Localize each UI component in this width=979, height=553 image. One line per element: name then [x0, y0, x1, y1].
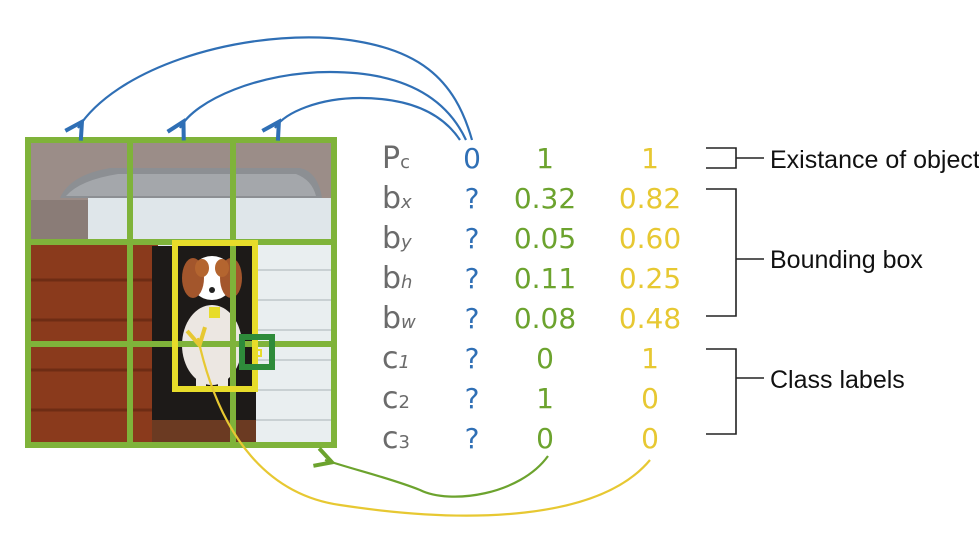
blue-arrow-left-cell [78, 36, 474, 140]
bounding-box-label: Bounding box [770, 246, 923, 274]
bounding-box-bracket [706, 188, 764, 317]
green-arrow [325, 456, 549, 498]
row-label-by: by [382, 221, 412, 256]
yellow-value-bx: 0.82 [619, 182, 681, 215]
row-label-sub: 2 [399, 392, 410, 413]
row-label-bh: bh [382, 261, 412, 296]
yellow-value-column: 1 0.82 0.60 0.25 0.48 1 0 0 [619, 142, 681, 455]
blue-arrow-middle-cell [180, 70, 467, 141]
row-label-main: P [382, 141, 400, 176]
yellow-value-c1: 1 [641, 342, 659, 375]
row-label-main: b [382, 221, 401, 256]
green-value-by: 0.05 [514, 222, 576, 255]
yellow-value-c2: 0 [641, 382, 659, 415]
green-value-c1: 0 [536, 342, 554, 375]
row-label-sub: c [400, 152, 410, 173]
output-vector-values: 0??????? 1 0.32 0.05 0.11 0.08 0 1 0 1 0.82 0.60 0.2… [463, 142, 681, 455]
blue-value-bh: ? [465, 262, 480, 295]
blue-value-Pc: 0 [463, 142, 481, 175]
row-label-main: b [382, 181, 401, 216]
yellow-bounding-box [172, 240, 258, 392]
green-value-bh: 0.11 [514, 262, 576, 295]
green-value-bw: 0.08 [514, 302, 576, 335]
blue-value-column: 0??????? [463, 142, 481, 455]
green-value-column: 1 0.32 0.05 0.11 0.08 0 1 0 [514, 142, 576, 455]
row-label-main: c [382, 421, 399, 456]
row-label-c2: c2 [382, 381, 410, 416]
detection-grid [25, 137, 337, 448]
green-value-Pc: 1 [536, 142, 554, 175]
row-label-main: c [382, 341, 399, 376]
row-label-main: b [382, 261, 401, 296]
yellow-value-by: 0.60 [619, 222, 681, 255]
green-value-c3: 0 [536, 422, 554, 455]
yellow-center-point [209, 307, 220, 318]
existence-bracket [706, 147, 764, 169]
blue-value-by: ? [465, 222, 480, 255]
green-center-point [254, 349, 262, 357]
row-label-sub: 1 [399, 352, 410, 373]
green-bounding-box [239, 334, 275, 370]
row-label-c3: c3 [382, 421, 410, 456]
row-label-sub: x [400, 192, 412, 213]
row-label-main: b [382, 301, 401, 336]
row-label-main: c [382, 381, 399, 416]
blue-arrow-right-cell [275, 96, 461, 140]
blue-value-c2: ? [465, 382, 480, 415]
row-label-sub: h [401, 272, 412, 293]
row-label-sub: w [401, 312, 416, 333]
blue-value-c3: ? [465, 422, 480, 455]
class-labels-label: Class labels [770, 366, 905, 394]
yellow-value-c3: 0 [641, 422, 659, 455]
row-label-Pc: Pc [382, 141, 410, 176]
dog-house-photo [28, 140, 334, 445]
blue-value-c1: ? [465, 342, 480, 375]
yellow-value-bw: 0.48 [619, 302, 681, 335]
row-label-sub: 3 [399, 432, 410, 453]
yellow-value-bh: 0.25 [619, 262, 681, 295]
existence-label: Existance of object [770, 146, 979, 174]
yellow-arrow [198, 338, 651, 517]
class-labels-bracket [706, 348, 764, 435]
row-label-c1: c1 [382, 341, 410, 376]
row-label-bw: bw [382, 301, 416, 336]
blue-value-bx: ? [465, 182, 480, 215]
green-value-c2: 1 [536, 382, 554, 415]
green-value-bx: 0.32 [514, 182, 576, 215]
blue-arrows [78, 36, 474, 141]
blue-value-bw: ? [465, 302, 480, 335]
row-label-sub: y [400, 232, 412, 253]
row-label-bx: bx [382, 181, 412, 216]
yellow-value-Pc: 1 [641, 142, 659, 175]
